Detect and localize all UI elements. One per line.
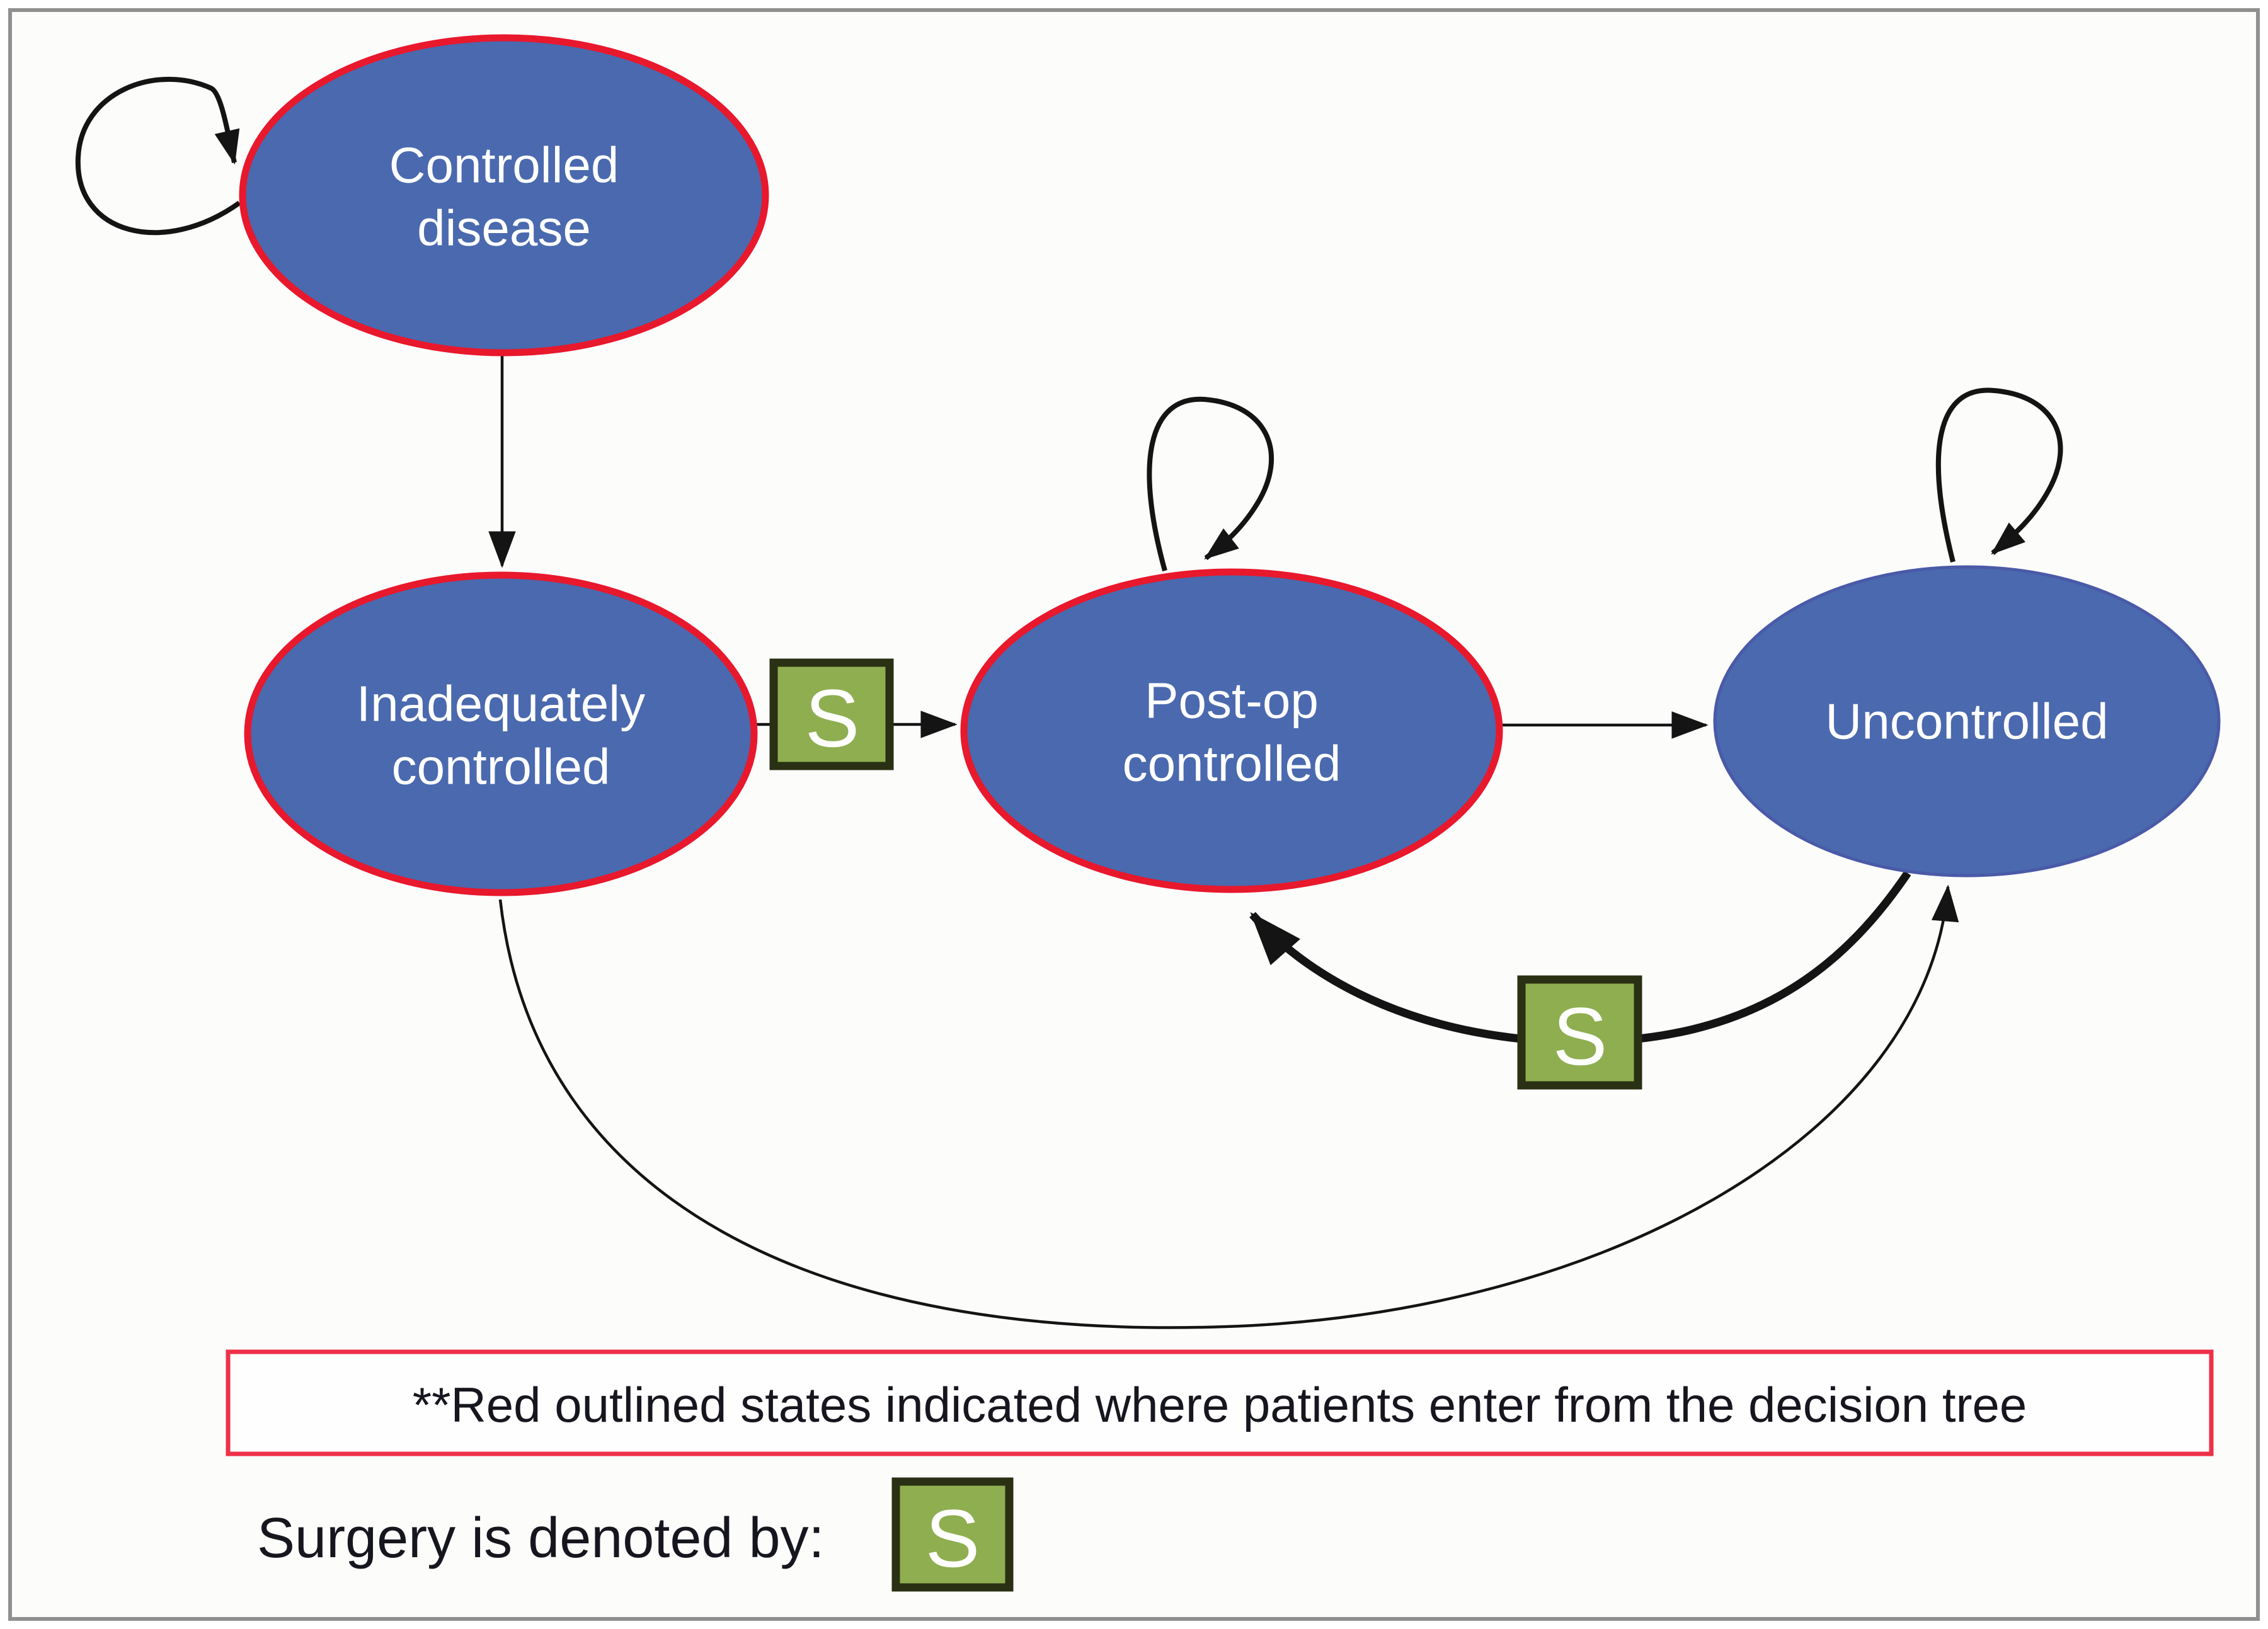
- state-postop-controlled: Post-op controlled: [960, 568, 1503, 893]
- surgery-box-2-label: S: [1553, 990, 1608, 1082]
- inadequately-controlled-ellipse: [244, 571, 758, 896]
- uncontrolled-label: Uncontrolled: [1825, 694, 2108, 750]
- surgery-box-uncontrolled-to-postop: S: [1517, 975, 1642, 1090]
- note-box: [226, 1349, 2214, 1456]
- inadequately-controlled-label-line1: Inadequately: [357, 676, 645, 732]
- inadequately-controlled-label-line2: controlled: [392, 739, 610, 795]
- postop-controlled-ellipse: [960, 568, 1503, 893]
- self-loop-uncontrolled: [1935, 387, 2063, 563]
- legend: Surgery is denoted by: S: [257, 1477, 1014, 1592]
- state-uncontrolled: Uncontrolled: [1713, 565, 2221, 877]
- surgery-box-inadequately-to-postop: S: [769, 658, 894, 770]
- state-controlled-disease: Controlled disease: [239, 34, 769, 357]
- note: **Red outlined states indicated where pa…: [226, 1349, 2214, 1456]
- note-text: **Red outlined states indicated where pa…: [413, 1377, 2027, 1432]
- postop-controlled-label-line1: Post-op: [1145, 673, 1319, 729]
- surgery-box-1-rect: [769, 658, 894, 770]
- legend-text: Surgery is denoted by:: [257, 1507, 825, 1570]
- state-inadequately-controlled: Inadequately controlled: [244, 571, 758, 896]
- controlled-disease-label-line1: Controlled: [389, 137, 619, 193]
- self-loop-postop-controlled: [1147, 396, 1274, 572]
- controlled-disease-ellipse: [239, 34, 769, 357]
- legend-surgery-box-label: S: [925, 1492, 980, 1584]
- legend-surgery-box-rect: [891, 1477, 1014, 1592]
- uncontrolled-ellipse: [1713, 565, 2221, 877]
- surgery-box-1-label: S: [805, 672, 860, 764]
- self-loop-controlled-disease: [75, 77, 241, 236]
- postop-controlled-label-line2: controlled: [1123, 736, 1341, 792]
- controlled-disease-label-line2: disease: [417, 200, 591, 256]
- arrow-inadequately-to-uncontrolled: [498, 884, 1959, 1329]
- surgery-box-2-rect: [1517, 975, 1642, 1090]
